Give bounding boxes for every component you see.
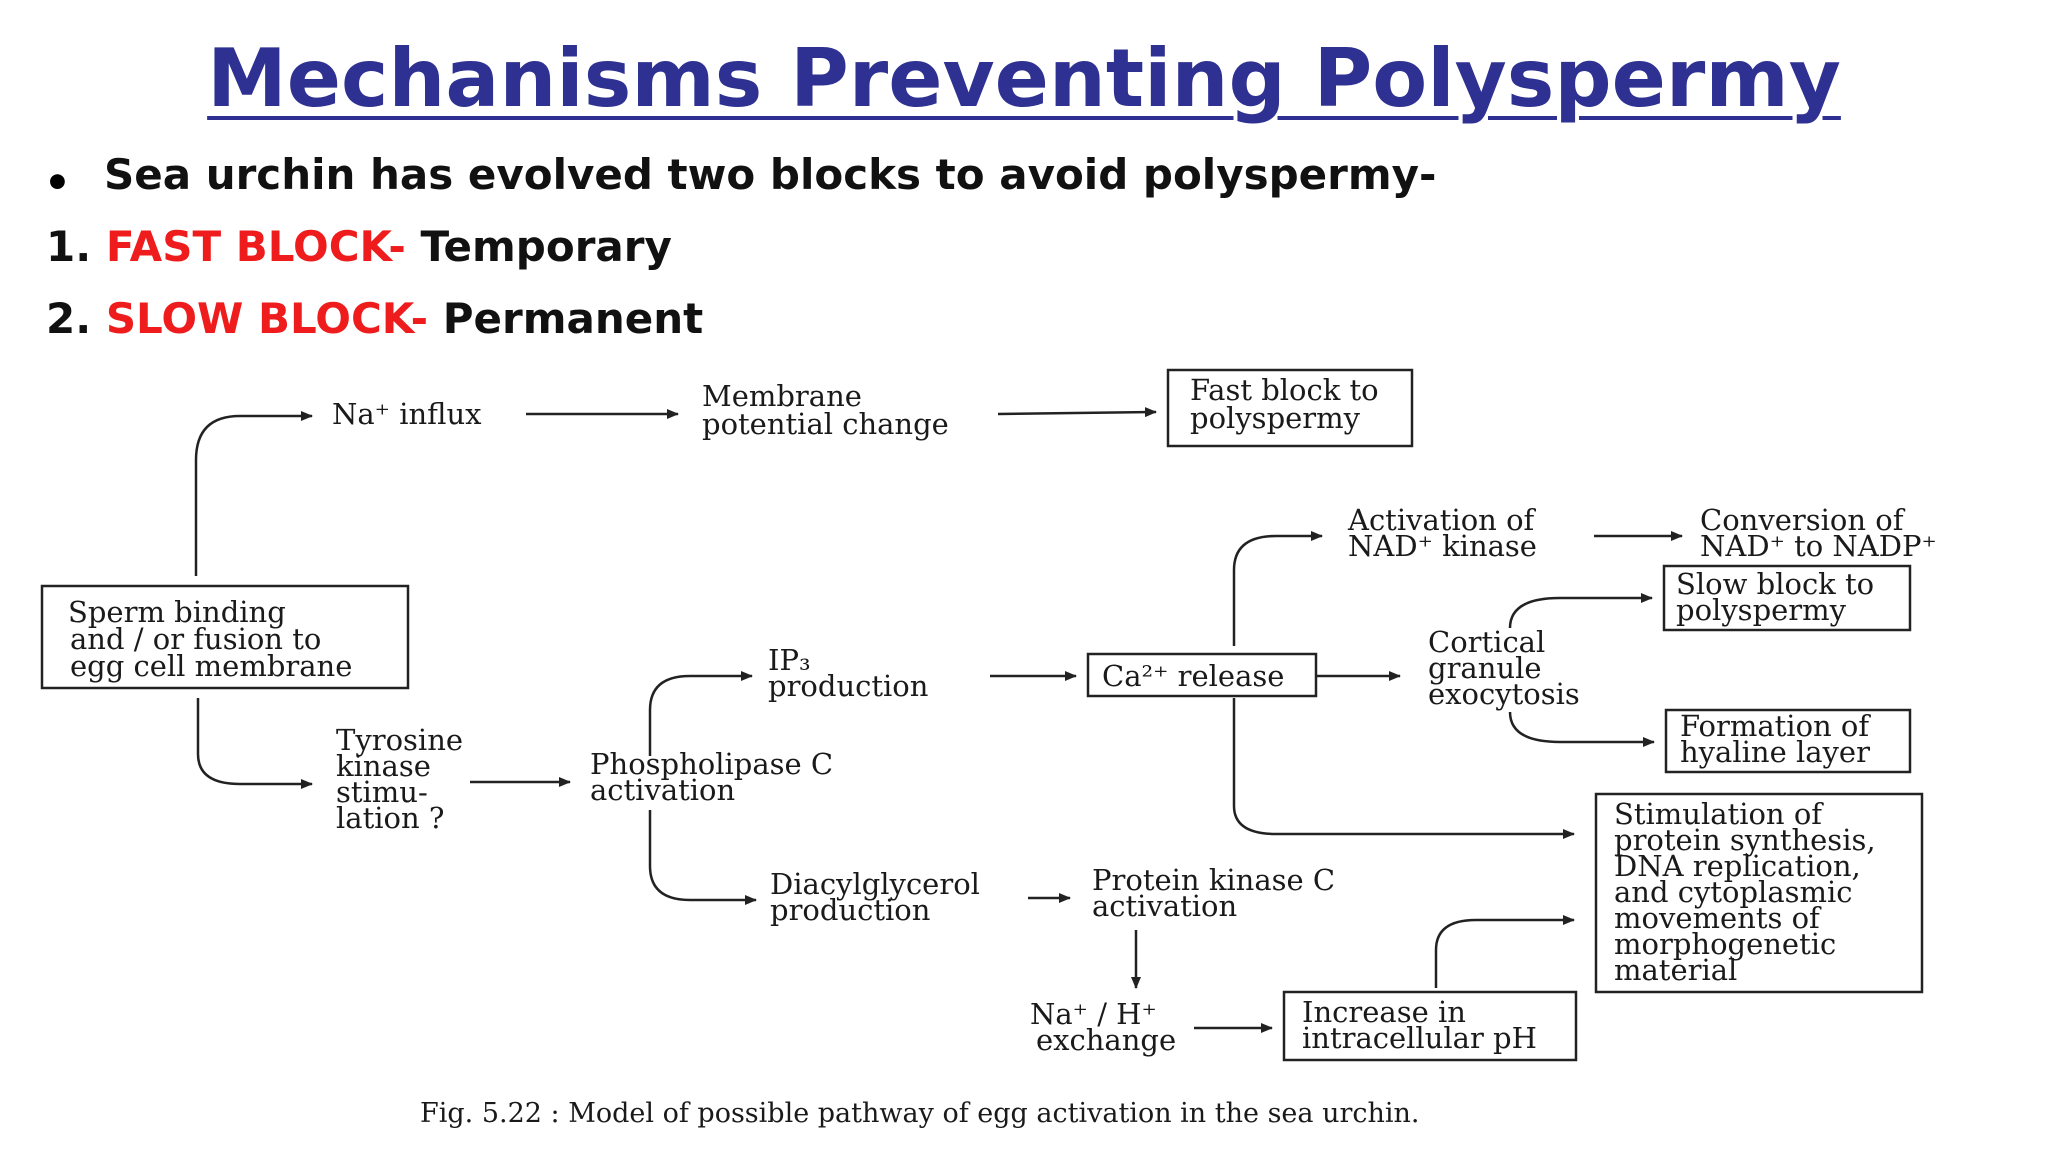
fast-block-name: FAST BLOCK- [105,222,406,271]
hyaline-line: Formation of [1680,709,1871,743]
nad-conversion-line: Conversion of [1700,503,1906,537]
ph-line: Increase in [1302,995,1466,1029]
fast-block-label: Fast block to polyspermy [1190,373,1379,435]
arrow-to-stimulation-from-ph [1434,915,1575,988]
cortical-line: Cortical [1428,625,1545,659]
ph-line: intracellular pH [1302,1021,1537,1055]
cortical-label: Cortical granule exocytosis [1428,625,1580,711]
slow-block-label: Slow block to polyspermy [1676,567,1874,627]
stimulation-line: morphogenetic [1614,927,1836,961]
pkc-line: activation [1092,889,1237,923]
arrow-to-ip3 [648,671,753,756]
stimulation-line: Stimulation of [1614,797,1824,831]
diacylglycerol-line: production [770,893,930,927]
fast-block-box [1166,368,1414,448]
cortical-line: exocytosis [1428,677,1580,711]
arrow-to-stimulation-from-ca [1232,698,1575,839]
nad-kinase-label: Activation of NAD⁺ kinase [1347,503,1537,563]
tyrosine-label: Tyrosine kinase stimu- lation ? [336,723,463,835]
tyrosine-line: kinase [336,749,431,783]
ph-label: Increase in intracellular pH [1302,995,1537,1055]
arrow-to-fast-block [997,407,1157,418]
hyaline-box [1664,708,1912,774]
tyrosine-line: Tyrosine [336,723,463,757]
diacylglycerol-label: Diacylglycerol production [770,867,980,927]
slow-block-number: 2. [46,294,92,343]
stimulation-box [1594,792,1924,994]
pkc-label: Protein kinase C activation [1092,863,1335,923]
fast-block-desc: Temporary [420,222,672,271]
phospholipase-label: Phospholipase C activation [590,747,833,807]
arrow-to-diacylglycerol [648,810,757,905]
fast-block-line: Fast block to [1190,373,1379,407]
sperm-binding-line: egg cell membrane [70,649,352,683]
ip3-line: production [768,669,928,703]
na-influx-label: Na⁺ influx [332,397,482,431]
slow-block-name: SLOW BLOCK- [105,294,429,343]
figure-caption: Fig. 5.22 : Model of possible pathway of… [420,1098,1420,1129]
nad-kinase-line: NAD⁺ kinase [1348,529,1537,563]
stimulation-line: and cytoplasmic [1614,875,1853,909]
slow-block-line: polyspermy [1676,593,1847,627]
ip3-label: IP₃ production [768,643,928,703]
membrane-change-line: potential change [702,407,949,441]
stimulation-line: protein synthesis, [1614,823,1876,857]
arrow-to-nad-kinase [1232,531,1323,646]
phospholipase-line: Phospholipase C [590,747,833,781]
na-h-line: exchange [1036,1023,1176,1057]
slow-block-desc: Permanent [442,294,704,343]
ip3-line: IP₃ [768,643,811,677]
membrane-change-label: Membrane potential change [702,379,949,441]
arrow-to-tyrosine [196,698,313,789]
nad-conversion-line: NAD⁺ to NADP⁺ [1700,529,1937,563]
hyaline-line: hyaline layer [1680,735,1870,769]
na-h-label: Na⁺ / H⁺ exchange [1030,997,1176,1057]
fast-block-number: 1. [46,222,92,271]
tyrosine-line: lation ? [336,801,444,835]
ca-release-label: Ca²⁺ release [1102,659,1284,693]
arrow-to-na-influx [194,411,313,576]
membrane-change-line: Membrane [702,379,862,413]
stimulation-line: movements of [1614,901,1822,935]
bullet-marker: • [44,158,71,207]
pkc-line: Protein kinase C [1092,863,1335,897]
ph-box [1282,990,1578,1062]
cortical-line: granule [1428,651,1542,685]
nad-conversion-label: Conversion of NAD⁺ to NADP⁺ [1700,503,1937,563]
na-h-line: Na⁺ / H⁺ [1030,997,1157,1031]
fast-block-line: 1. FAST BLOCK- Temporary [46,222,672,271]
slow-block-line: 2. SLOW BLOCK- Permanent [46,294,703,343]
arrow-to-hyaline [1508,711,1655,747]
sperm-binding-line: and / or fusion to [70,622,321,656]
stimulation-line: material [1614,953,1737,987]
sperm-binding-box [40,584,410,690]
page-title: Mechanisms Preventing Polyspermy [207,32,1841,125]
hyaline-label: Formation of hyaline layer [1680,709,1871,769]
nad-kinase-line: Activation of [1347,503,1537,537]
stimulation-label: Stimulation of protein synthesis, DNA re… [1614,797,1876,987]
diacylglycerol-line: Diacylglycerol [770,867,980,901]
slow-block-box [1662,564,1912,632]
phospholipase-line: activation [590,773,735,807]
tyrosine-line: stimu- [336,775,428,809]
sperm-binding-label: Sperm binding and / or fusion to egg cel… [68,595,352,683]
sperm-binding-line: Sperm binding [68,595,286,629]
arrow-to-slow-block [1508,593,1653,629]
bullet-text: Sea urchin has evolved two blocks to avo… [104,150,1437,199]
stimulation-line: DNA replication, [1614,849,1861,883]
fast-block-line: polyspermy [1190,401,1361,435]
slow-block-line: Slow block to [1676,567,1874,601]
